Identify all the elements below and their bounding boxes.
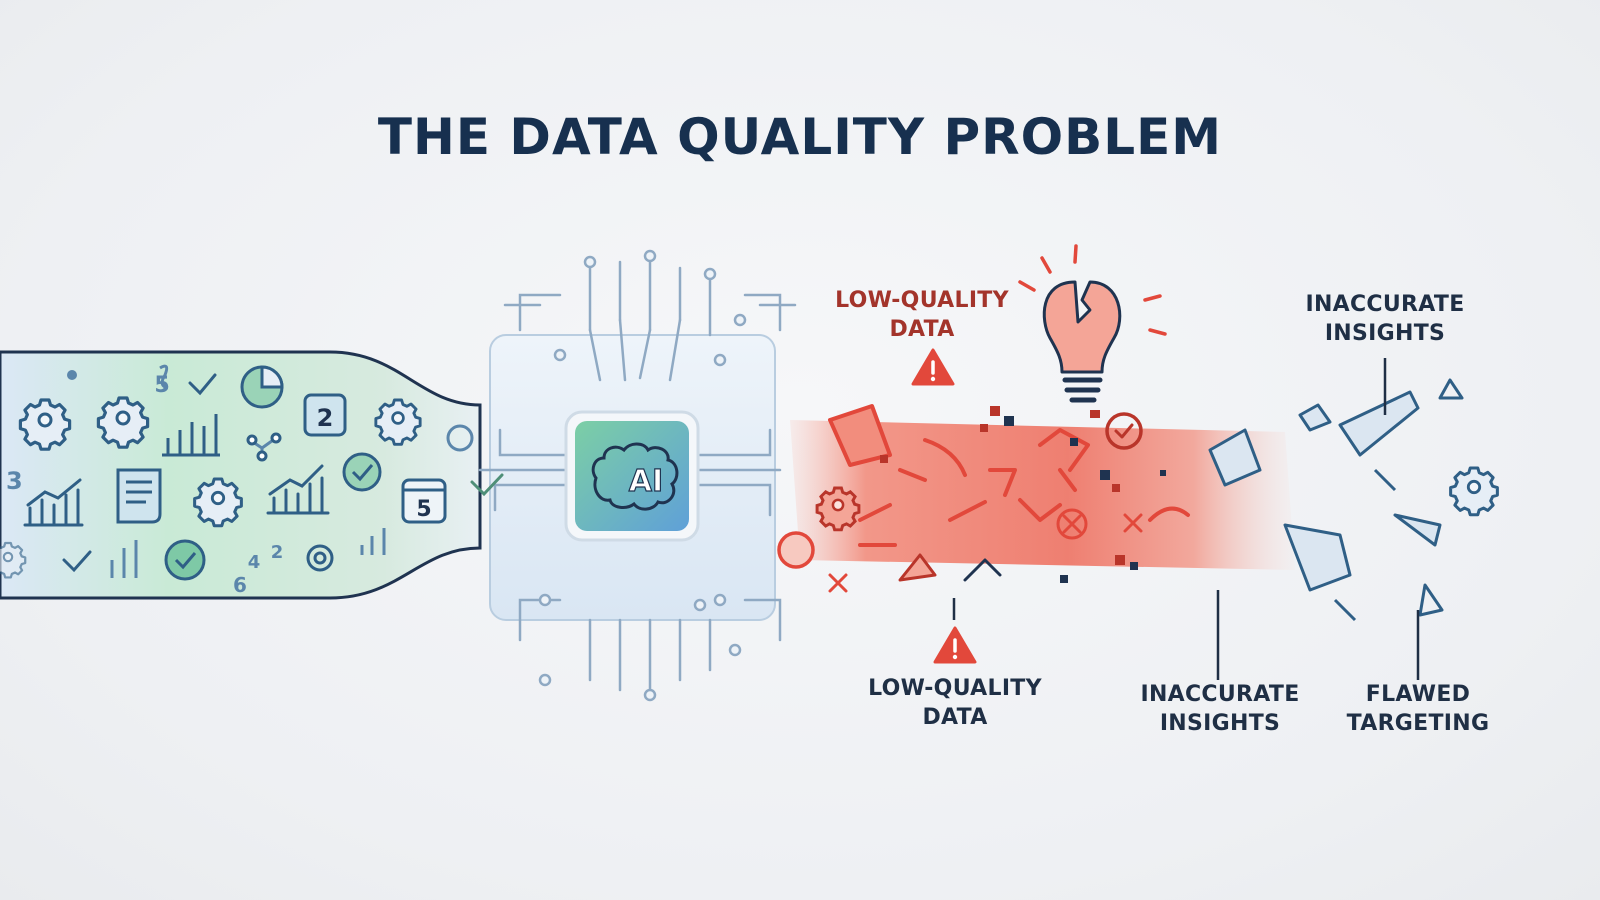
digit-five-small: 5 (154, 373, 169, 398)
label-line: INSIGHTS (1324, 321, 1446, 346)
line-chart-icon (266, 464, 330, 515)
debris (777, 404, 1190, 593)
calendar-icon (401, 478, 447, 524)
callout-lines (952, 358, 1420, 680)
gear-icon (193, 477, 243, 528)
label-line: TARGETING (1346, 711, 1490, 736)
page-title: THE DATA QUALITY PROBLEM (377, 108, 1223, 166)
gear-icon (815, 486, 861, 532)
gear-icon (374, 398, 422, 446)
label-inaccurate-bottom: INACCURATE INSIGHTS (1120, 680, 1320, 738)
corrupted-data-band (790, 420, 1295, 570)
gear-icon (0, 541, 27, 579)
decorative-marks (67, 364, 474, 578)
label-line: DATA (922, 705, 988, 730)
gear-icon (96, 396, 150, 449)
digit-four: 4 (248, 552, 261, 573)
check-circle-icon (342, 452, 382, 492)
digit-six: 6 (233, 573, 247, 597)
gear-icon (18, 398, 72, 451)
ai-chip-label: AI (629, 464, 663, 499)
data-funnel (0, 350, 482, 600)
warning-icon (933, 626, 977, 664)
digit-two-small: 2 (271, 542, 284, 563)
lightbulb-icon (1018, 244, 1167, 403)
label-flawed-targeting: FLAWED TARGETING (1318, 680, 1518, 738)
label-line: LOW-QUALITY (868, 676, 1042, 701)
label-line: FLAWED (1365, 682, 1471, 707)
warning-icon (911, 348, 955, 386)
label-low-quality-bottom: LOW-QUALITY DATA (855, 674, 1055, 732)
label-line: DATA (889, 317, 955, 342)
label-low-quality-top: LOW-QUALITY DATA (822, 286, 1022, 344)
digit-three: 3 (6, 467, 23, 495)
gear-icon (1449, 466, 1499, 517)
label-line: INACCURATE (1305, 292, 1465, 317)
pie-chart-icon (240, 365, 284, 409)
label-line: LOW-QUALITY (835, 288, 1009, 313)
shattered-fragments (1208, 378, 1464, 622)
digit-two: 2 (317, 404, 334, 432)
digit-five: 5 (416, 497, 431, 522)
pixel-noise (880, 406, 1166, 583)
bar-chart-icon (162, 414, 220, 457)
check-circle-icon (164, 539, 206, 581)
label-line: INSIGHTS (1159, 711, 1281, 736)
line-chart-icon (23, 478, 84, 527)
checkmark-icon (62, 373, 504, 573)
label-line: INACCURATE (1140, 682, 1300, 707)
document-icon (116, 468, 162, 524)
ai-chip (564, 410, 700, 542)
label-inaccurate-top: INACCURATE INSIGHTS (1285, 290, 1485, 348)
calendar-icon (303, 393, 347, 437)
brain-icon (591, 442, 679, 511)
